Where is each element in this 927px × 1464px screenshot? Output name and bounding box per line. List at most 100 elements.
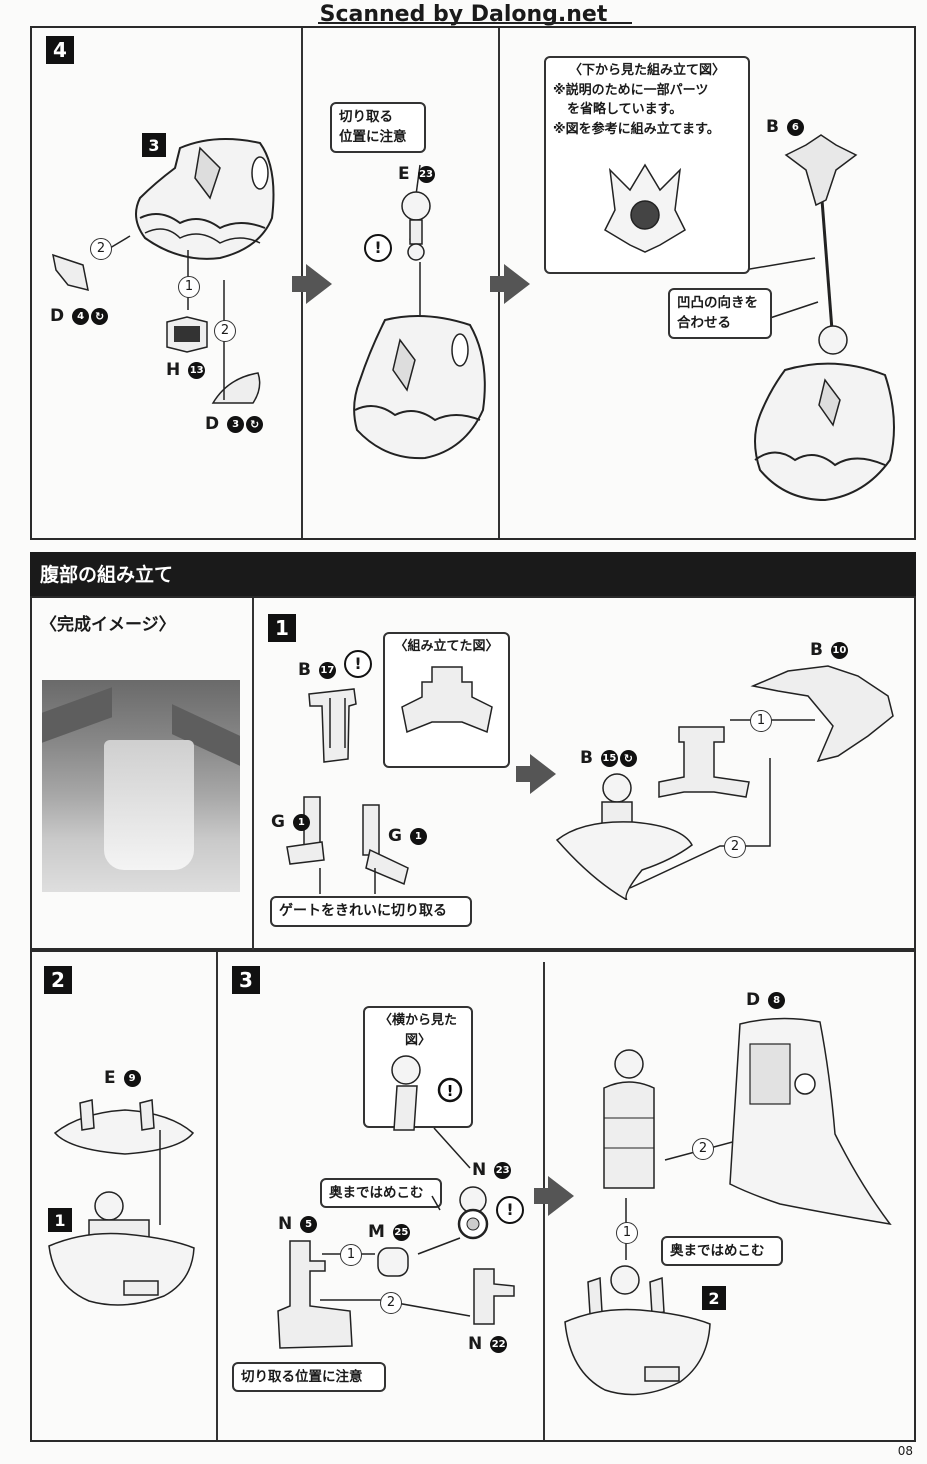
label-g1b: G 1 [388, 826, 427, 846]
finished-image-label: 〈完成イメージ〉 [40, 615, 176, 635]
belly-step2-substep: 1 [48, 1208, 72, 1232]
callout-bottom-title: 〈下から見た組み立て図〉 [568, 63, 725, 78]
callout-cut-position-2: 切り取る位置に注意 [232, 1362, 386, 1393]
step4-frame [30, 26, 916, 540]
label-g1b-num: 1 [409, 827, 427, 845]
label-g1a: G 1 [271, 812, 310, 832]
label-d4-letter: D [50, 306, 65, 326]
bottom-view-drawing [604, 163, 686, 253]
callout-push-in: 奥まではめこむ [320, 1178, 442, 1209]
label-g1b-letter: G [388, 826, 402, 846]
label-b15-num: 15 [600, 749, 618, 767]
step4-number: 4 [46, 36, 74, 64]
seq-2-d3: 2 [214, 320, 236, 342]
part-n22-drawing [473, 1268, 515, 1325]
caution-icon: ! [364, 234, 392, 262]
caution-icon: ! [344, 650, 372, 678]
label-d3: D 3↻ [205, 414, 264, 434]
belly3-seq-2: 2 [380, 1292, 402, 1314]
page-number: 08 [897, 1444, 913, 1458]
bottom-frame [30, 950, 916, 1442]
label-b6-letter: B [766, 117, 779, 137]
label-m25-letter: M [368, 1222, 385, 1242]
belly-step3-number: 3 [232, 966, 260, 994]
label-g1a-letter: G [271, 812, 285, 832]
label-h13-num: 13 [188, 361, 206, 379]
finished-image-photo [42, 680, 240, 892]
belly-seq-1: 1 [750, 710, 772, 732]
step-arrow-2 [490, 264, 530, 304]
step-arrow-1 [292, 264, 332, 304]
label-n23-letter: N [472, 1160, 487, 1180]
label-n22: N 22 [468, 1334, 508, 1354]
callout-push-in-2: 奥まではめこむ [661, 1236, 783, 1267]
callout-align-line1: 凹凸の向きを [677, 295, 758, 311]
label-e9-num: 9 [123, 1069, 141, 1087]
label-e23: E 23 [398, 164, 435, 184]
callout-cut-line2: 位置に注意 [339, 129, 407, 146]
part-b6-drawing [784, 134, 858, 207]
belly-divider-1 [252, 598, 254, 950]
callout-clean-gate: ゲートをきれいに切り取る [270, 896, 472, 927]
svg-text:!: ! [447, 1082, 454, 1100]
part-e23-drawing [401, 191, 431, 261]
step-arrow-3 [516, 754, 556, 794]
belly-step2-arrow [159, 1130, 161, 1225]
label-d8-num: 8 [768, 991, 786, 1009]
part-g1-drawing-b [362, 804, 409, 886]
assembled-diagram-drawing [401, 665, 493, 733]
neck-joint-drawing [603, 1049, 655, 1189]
label-b10-letter: B [810, 640, 823, 660]
label-n22-num: 22 [490, 1335, 508, 1353]
label-d3-num: 3 [227, 415, 245, 433]
callout-cut-line1: 切り取る [339, 109, 393, 125]
callout-bottom-note3: ※図を参考に組み立てます。 [553, 121, 720, 137]
bottom-divider-1 [216, 952, 218, 1440]
label-n23: N 23 [472, 1160, 512, 1180]
label-b6-num: 6 [786, 118, 804, 136]
caution-icon: ! [496, 1196, 524, 1224]
belly-step1-number: 1 [268, 614, 296, 642]
label-g1a-num: 1 [292, 813, 310, 831]
label-b15-letter: B [580, 748, 593, 768]
part-b10-drawing [750, 665, 894, 763]
label-b6: B 6 [766, 117, 804, 137]
label-n22-letter: N [468, 1334, 483, 1354]
label-e9-letter: E [104, 1068, 116, 1088]
label-b10: B 10 [810, 640, 848, 660]
callout-align: 凹凸の向きを 合わせる [668, 288, 772, 339]
step-arrow-4 [534, 1176, 574, 1216]
label-b17-letter: B [298, 660, 311, 680]
label-h13-letter: H [166, 360, 181, 380]
rotation-icon: ↻ [246, 415, 264, 433]
belly-frame [30, 596, 916, 950]
label-e9: E 9 [104, 1068, 141, 1088]
callout-assembled-title: 〈組み立てた図〉 [394, 639, 499, 654]
belly-step1-assembly-lines [319, 698, 815, 894]
label-n5: N 5 [278, 1214, 318, 1234]
part-g1-drawing-a [286, 796, 325, 865]
step4-substep-number: 3 [142, 133, 166, 157]
label-m25-num: 25 [392, 1223, 410, 1241]
callout-cut-position: 切り取る 位置に注意 [330, 102, 426, 153]
label-d4-num: 4 [72, 307, 90, 325]
part-h13-drawing [166, 316, 208, 353]
part-n5-drawing [277, 1240, 353, 1349]
belly3-seq-1: 1 [340, 1244, 362, 1266]
callout-side-view: 〈横から見た図〉 ! [363, 1006, 473, 1131]
side-view-drawing: ! [391, 1055, 463, 1131]
part-b15-drawing [555, 773, 693, 900]
belly-section-title: 腹部の組み立て [30, 552, 916, 598]
callout-align-line2: 合わせる [677, 315, 731, 332]
label-b15: B 15↻ [580, 748, 637, 768]
label-n5-num: 5 [300, 1215, 318, 1233]
part-b17-assembled-drawing [658, 726, 750, 798]
seq-1-h13: 1 [178, 276, 200, 298]
belly3-seq-1b: 1 [616, 1222, 638, 1244]
label-h13: H 13 [166, 360, 206, 380]
belly-seq-2: 2 [724, 836, 746, 858]
part-e9-drawing [53, 1099, 195, 1155]
label-e23-num: 23 [417, 165, 435, 183]
belly-step2-number: 2 [44, 966, 72, 994]
watermark-underline [318, 22, 632, 24]
